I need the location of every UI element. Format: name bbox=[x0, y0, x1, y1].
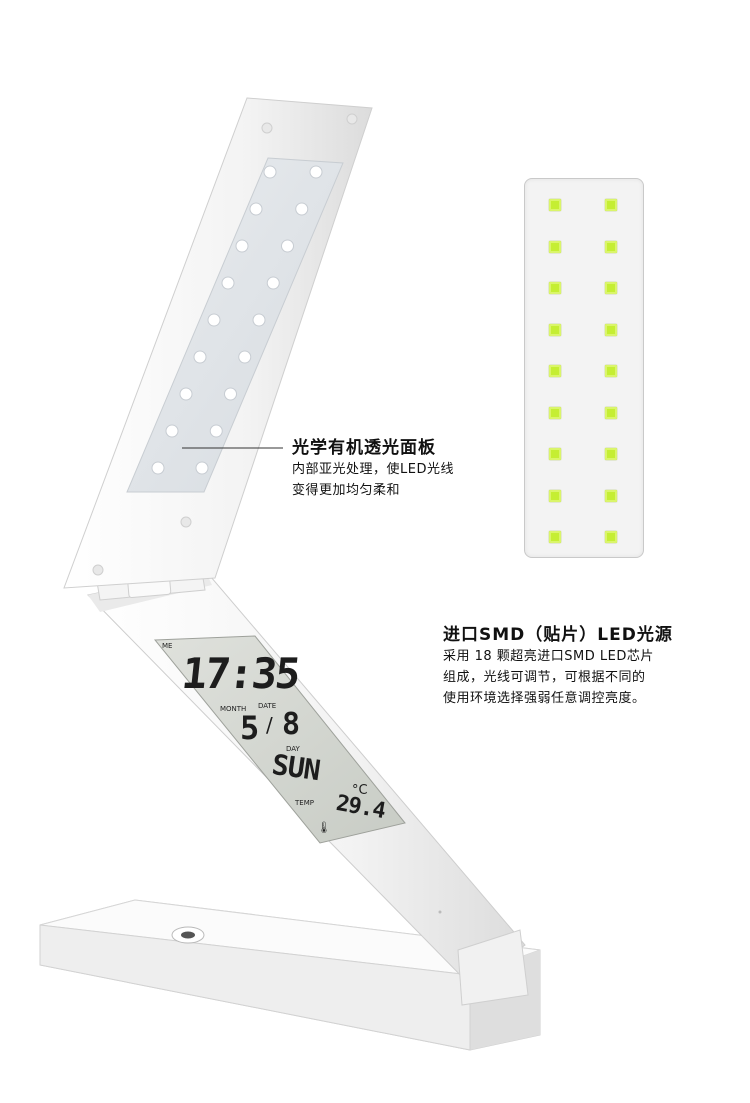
lcd-me-label: ME bbox=[162, 642, 173, 650]
led-chip bbox=[549, 406, 561, 419]
panel-led bbox=[281, 239, 294, 253]
panel-led bbox=[295, 202, 309, 216]
panel-led bbox=[195, 461, 209, 475]
led-chip bbox=[605, 282, 617, 294]
panel-callout-line-1: 内部亚光处理，使LED光线 bbox=[292, 462, 454, 477]
panel-led bbox=[165, 424, 179, 438]
lcd-month-label: MONTH bbox=[220, 705, 247, 713]
lcd-day-value: SUN bbox=[269, 747, 322, 788]
panel-led bbox=[224, 387, 237, 401]
led-chip bbox=[549, 448, 561, 460]
lcd-screen bbox=[153, 635, 406, 844]
panel-led bbox=[221, 276, 235, 290]
panel-led bbox=[151, 461, 165, 475]
smd-callout-line-2: 组成，光线可调节，可根据不同的 bbox=[443, 670, 646, 685]
lcd-time: 17:35 bbox=[179, 649, 302, 698]
lcd-temp-label: TEMP bbox=[295, 799, 314, 807]
led-chip bbox=[549, 199, 561, 211]
panel-led bbox=[263, 165, 277, 179]
smd-callout: 进口SMD（贴片）LED光源 采用 18 颗超亮进口SMD LED芯片 组成，光… bbox=[443, 624, 743, 709]
panel-led bbox=[309, 165, 323, 179]
led-chip bbox=[605, 448, 617, 460]
panel-led bbox=[209, 424, 223, 438]
led-chip bbox=[549, 282, 561, 294]
led-chip bbox=[605, 365, 617, 377]
led-chip bbox=[549, 365, 561, 377]
lamp-head bbox=[63, 97, 373, 589]
led-chip bbox=[605, 199, 617, 211]
panel-callout: 光学有机透光面板 内部亚光处理，使LED光线 变得更加均匀柔和 bbox=[292, 437, 542, 501]
panel-led bbox=[249, 202, 263, 216]
led-chip bbox=[549, 531, 561, 543]
panel-led bbox=[193, 350, 207, 364]
panel-led bbox=[207, 313, 221, 327]
panel-led bbox=[252, 313, 266, 327]
led-chip bbox=[605, 406, 617, 419]
panel-led bbox=[238, 350, 252, 364]
panel-led-grid bbox=[151, 165, 323, 475]
smd-callout-line-3: 使用环境选择强弱任意调控亮度。 bbox=[443, 691, 646, 706]
led-chip bbox=[549, 240, 561, 253]
led-chip-card bbox=[524, 178, 644, 558]
panel-led bbox=[235, 239, 249, 253]
lcd-date-value: 8 bbox=[282, 707, 301, 742]
lcd-temp-unit: °C bbox=[352, 783, 368, 798]
led-chip bbox=[605, 240, 617, 253]
smd-callout-title: 进口SMD（贴片）LED光源 bbox=[443, 625, 673, 645]
led-chip bbox=[605, 531, 617, 543]
panel-led bbox=[179, 387, 193, 401]
lcd-day-label: DAY bbox=[286, 745, 300, 753]
led-chip bbox=[605, 323, 617, 336]
lcd-date-label: DATE bbox=[258, 702, 277, 710]
panel-callout-title: 光学有机透光面板 bbox=[292, 438, 436, 458]
smd-callout-line-1: 采用 18 颗超亮进口SMD LED芯片 bbox=[443, 649, 654, 664]
led-chip bbox=[605, 489, 617, 502]
panel-led bbox=[266, 276, 280, 290]
panel-callout-line-2: 变得更加均匀柔和 bbox=[292, 483, 401, 498]
lcd-date-separator: / bbox=[266, 713, 273, 737]
led-chip bbox=[549, 323, 561, 336]
thermometer-icon: 🌡 bbox=[317, 821, 331, 834]
lcd-month-value: 5 bbox=[240, 709, 260, 747]
led-chip bbox=[549, 489, 561, 502]
